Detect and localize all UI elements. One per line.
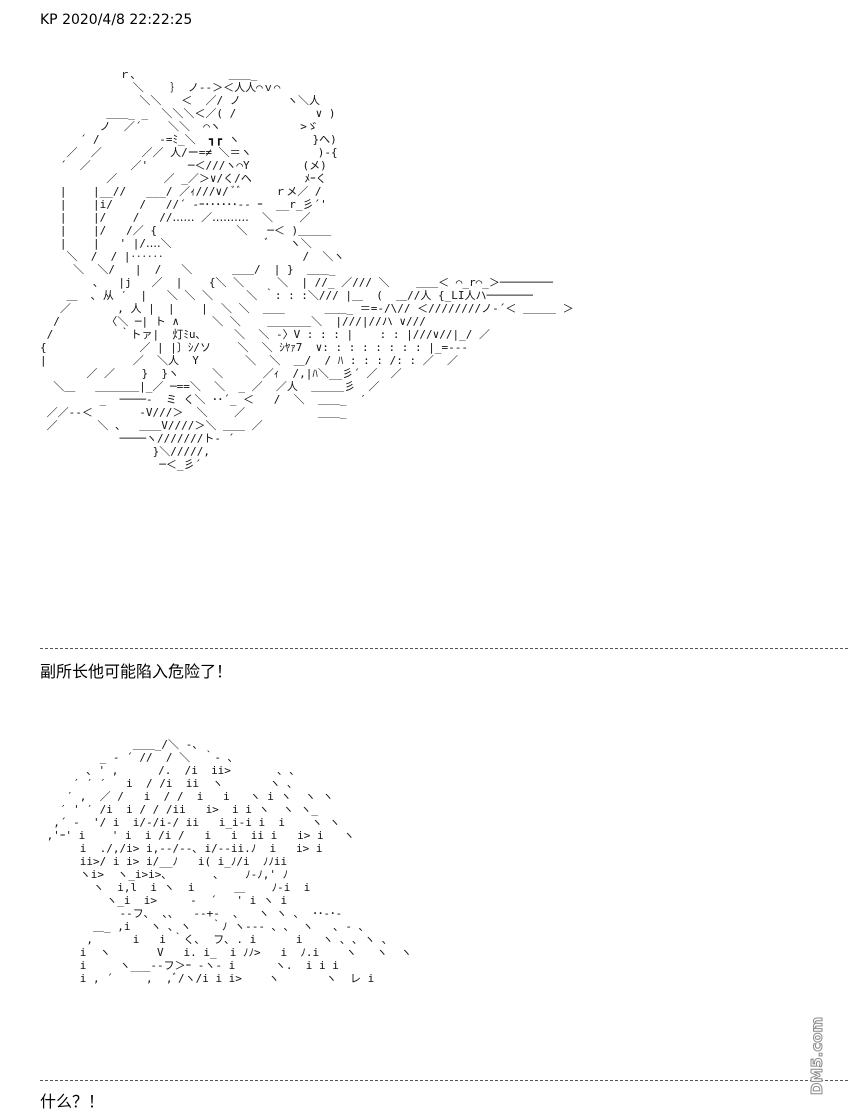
site-watermark: DM5.com (808, 1016, 827, 1095)
ascii-art-bottom: ＿＿_/＼ -、 _ - ´ // / ＼ ｀- ､ ､ ' , /. /i i… (46, 738, 412, 985)
divider-top (40, 648, 848, 649)
divider-bottom (40, 1080, 848, 1081)
caption-what: 什么？！ (40, 1092, 105, 1111)
watermark-text: DM5.com (808, 1017, 826, 1095)
caption-danger: 副所长他可能陷入危险了！ (40, 662, 233, 681)
post-header: KP 2020/4/8 22:22:25 (40, 12, 193, 28)
ascii-art-top: ｒ､ ＿＿_ ＼ ｝ ノ--＞＜人人⌒ｖ⌒ ＼＼ ＜ ／/ ノ ヽ＼人 ＿＿_ … (40, 68, 574, 471)
